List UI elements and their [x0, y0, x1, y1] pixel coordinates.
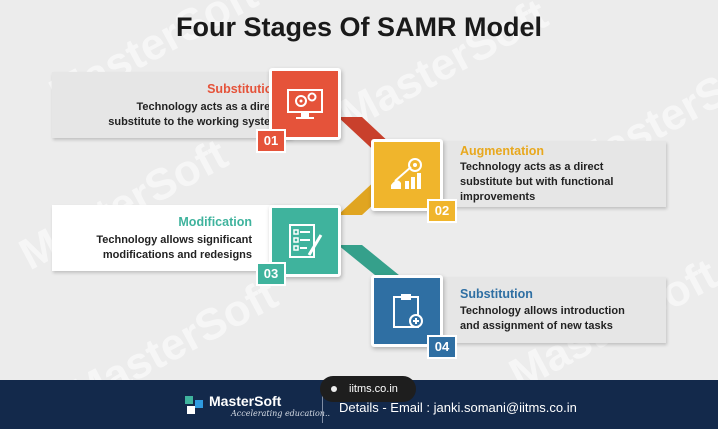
- footer-divider: [322, 393, 323, 423]
- page-title: Four Stages Of SAMR Model: [175, 12, 543, 42]
- stage-3-card: [52, 205, 292, 271]
- stage-2-number: 02: [427, 199, 457, 223]
- stage-2-description: Technology acts as a direct substitute b…: [460, 161, 614, 203]
- stage-2-title: Augmentation: [460, 144, 545, 158]
- footer-logo: MasterSoft: [209, 393, 282, 409]
- stage-4-description: Technology allows introduction and assig…: [460, 305, 625, 332]
- stage-1-card: [52, 72, 292, 138]
- stage-3-title: Modification: [178, 215, 252, 229]
- mastersoft-logo-icon: [185, 396, 203, 414]
- clipboard-add-icon: [393, 294, 423, 328]
- growth-chart-icon: [391, 158, 422, 189]
- link-pill-text: iitms.co.in: [349, 383, 398, 395]
- stage-4-number: 04: [427, 335, 457, 359]
- stage-4-card: [418, 277, 666, 343]
- computer-gear-icon: [287, 89, 323, 119]
- stage-1-tile: [269, 68, 341, 140]
- stage-1-description: Technology acts as a direct substitute t…: [108, 101, 280, 128]
- stage-3-number: 03: [256, 262, 286, 286]
- stage-1-number: 01: [256, 129, 286, 153]
- stage-3-description: Technology allows significant modificati…: [96, 234, 252, 261]
- footer-details: Details - Email : janki.somani@iitms.co.…: [339, 400, 577, 415]
- link-pill[interactable]: iitms.co.in: [320, 376, 416, 402]
- stage-2-card: [418, 141, 666, 207]
- stage-2-tile: [371, 139, 443, 211]
- stage-4-title: Substitution: [460, 287, 533, 301]
- stage-1-title: Substitution: [207, 82, 280, 96]
- footer-tagline: Accelerating education..: [231, 409, 331, 418]
- checklist-pencil-icon: [289, 224, 323, 258]
- link-icon: [331, 386, 337, 392]
